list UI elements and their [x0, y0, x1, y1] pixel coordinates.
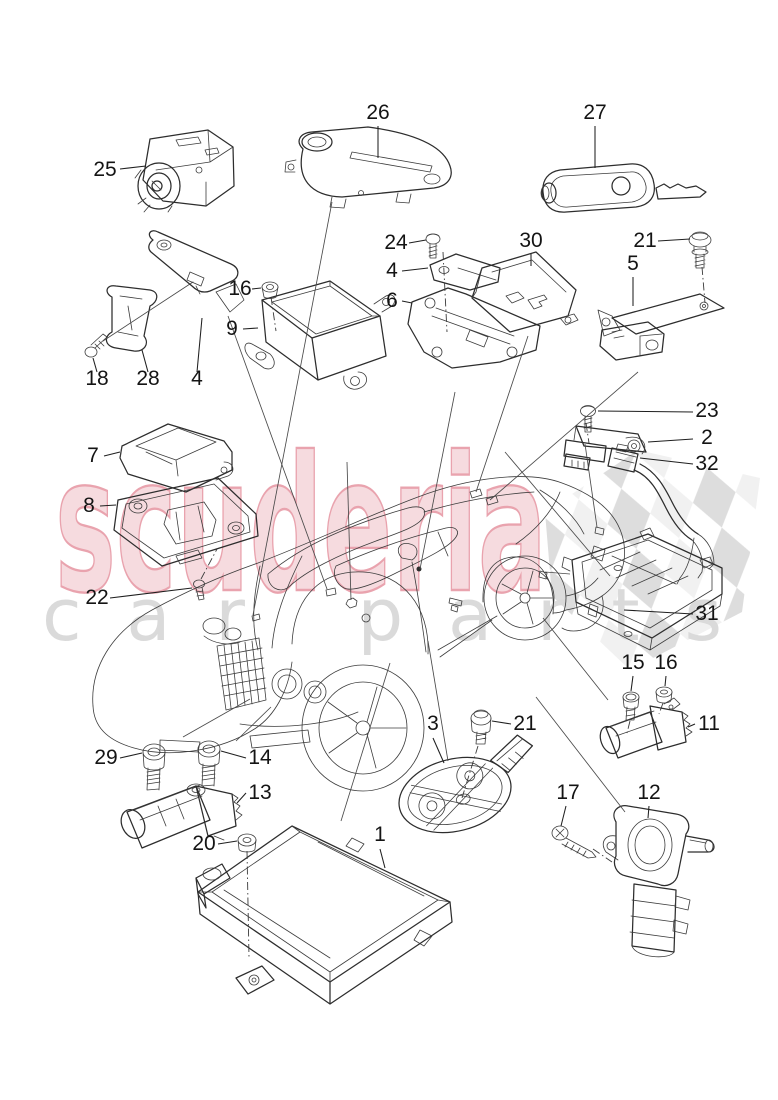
part-21-hex-bolt-top — [688, 231, 712, 269]
callout-1: 1 — [374, 823, 386, 846]
callout-21-top: 21 — [633, 229, 656, 252]
part-15-bolt — [622, 691, 640, 721]
part-25-ignition-lock — [134, 129, 235, 213]
part-6-mounting-plate — [407, 287, 541, 369]
callout-labels: 25 26 27 24 4 6 30 21 5 16 9 18 28 4 7 8… — [83, 101, 720, 855]
fastener-axis-lines — [200, 251, 706, 958]
callout-18: 18 — [85, 367, 108, 390]
callout-7: 7 — [87, 444, 99, 467]
callout-8: 8 — [83, 494, 95, 517]
car-line-drawing — [92, 476, 625, 792]
callout-14: 14 — [248, 746, 272, 769]
part-30-bracket-plate — [471, 251, 579, 333]
part-5-antenna-module-bracket — [597, 293, 725, 361]
callout-31: 31 — [695, 602, 718, 625]
part-28-bracket — [102, 281, 194, 352]
callout-9: 9 — [226, 317, 238, 340]
part-22-screw — [193, 579, 205, 601]
part-7-control-module — [119, 423, 234, 493]
part-1-control-unit — [195, 825, 453, 1005]
callout-32: 32 — [695, 452, 718, 475]
callout-27: 27 — [583, 101, 606, 124]
callout-3: 3 — [427, 712, 439, 735]
callout-17: 17 — [556, 781, 579, 804]
callout-4-mid: 4 — [386, 259, 398, 282]
callout-11: 11 — [698, 712, 720, 735]
part-27-remote-key — [540, 163, 707, 213]
part-18-screw — [84, 333, 108, 358]
callout-25: 25 — [93, 158, 116, 181]
callout-12: 12 — [637, 781, 660, 804]
callout-2: 2 — [701, 426, 713, 449]
callout-6: 6 — [386, 289, 398, 312]
part-4-retaining-bracket-left — [148, 230, 245, 313]
part-26-bracket — [284, 126, 452, 209]
part-24-screw — [425, 233, 441, 259]
callout-20: 20 — [192, 832, 215, 855]
part-23-screw — [580, 405, 596, 433]
callout-leader-lines — [92, 126, 696, 869]
part-31-mounting-tray — [561, 527, 723, 651]
watermark: scuderia car parts — [42, 416, 760, 670]
part-2-sensor-bracket — [563, 425, 647, 471]
part-14-socket-bolt — [197, 740, 221, 787]
part-16-hex-nut-top — [261, 281, 279, 299]
callout-26: 26 — [366, 101, 389, 124]
callout-24: 24 — [384, 231, 408, 254]
part-32-wiring-harness — [607, 443, 715, 585]
part-21-hex-bolt-bottom — [470, 709, 492, 745]
part-11-crash-sensor — [599, 697, 693, 759]
callout-21-bottom: 21 — [513, 712, 536, 735]
part-29-socket-bolt — [142, 743, 166, 791]
part-20-hex-nut — [237, 833, 257, 853]
callout-23: 23 — [695, 399, 718, 422]
callout-22: 22 — [85, 586, 108, 609]
car-mount-markers — [251, 488, 633, 637]
callout-4-left: 4 — [191, 367, 203, 390]
callout-28: 28 — [136, 367, 159, 390]
watermark-brand-text: scuderia — [55, 417, 547, 635]
part-9-airbag-control-unit — [244, 280, 396, 390]
part-4-retaining-bracket-mid — [429, 253, 501, 291]
callout-16-top: 16 — [228, 277, 251, 300]
part-12-impact-sensor — [602, 805, 715, 958]
callout-5: 5 — [627, 252, 639, 275]
part-16-hex-nut-bottom — [655, 686, 673, 704]
callout-30: 30 — [519, 229, 542, 252]
projection-lines — [182, 201, 639, 822]
callout-29: 29 — [94, 746, 117, 769]
part-13-crash-sensor — [120, 783, 243, 849]
part-3-alarm-siren — [398, 734, 534, 834]
callout-13: 13 — [248, 781, 271, 804]
part-17-screw — [551, 825, 597, 859]
callout-15: 15 — [621, 651, 644, 674]
callout-16-bottom: 16 — [654, 651, 677, 674]
part-8-module-bracket — [113, 477, 259, 567]
